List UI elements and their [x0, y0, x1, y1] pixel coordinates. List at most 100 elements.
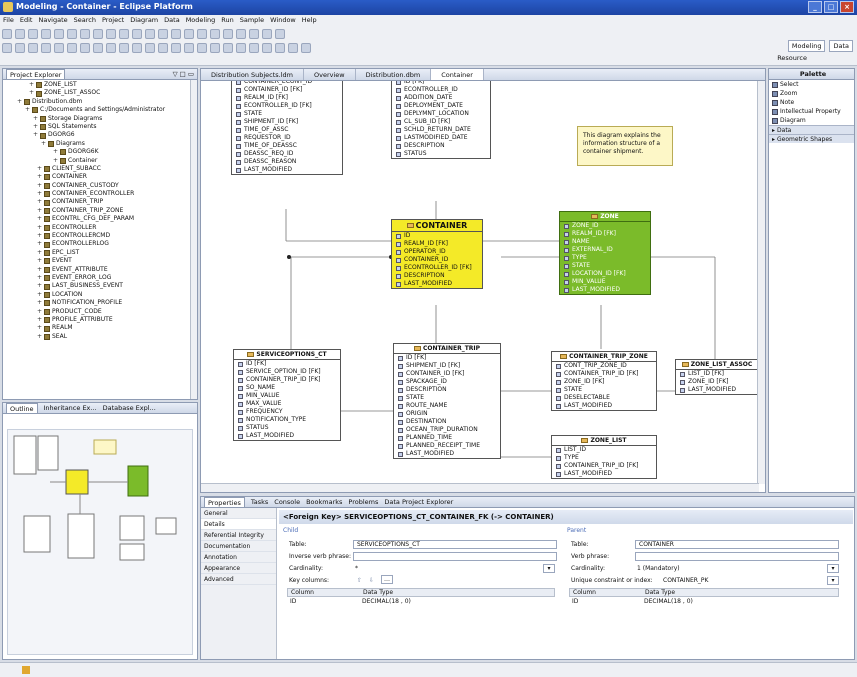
- tab-properties[interactable]: Properties: [204, 497, 245, 507]
- property-category[interactable]: Details: [201, 519, 276, 530]
- palette-section[interactable]: ▸Geometric Shapes: [769, 134, 854, 143]
- toolbar-button-icon[interactable]: [54, 29, 64, 39]
- column-row[interactable]: LAST_MODIFIED: [394, 450, 500, 458]
- explorer-scrollbar[interactable]: [190, 80, 197, 399]
- toolbar-button-icon[interactable]: [132, 43, 142, 53]
- unique-constraint-dropdown[interactable]: ▾: [827, 576, 839, 585]
- toolbar-button-icon[interactable]: [288, 43, 298, 53]
- toolbar-button-icon[interactable]: [28, 29, 38, 39]
- tree-item[interactable]: +ECONTROLLERLOG: [5, 240, 197, 248]
- property-category[interactable]: Annotation: [201, 552, 276, 563]
- palette-item[interactable]: Intellectual Property: [769, 107, 854, 116]
- tree-item[interactable]: +DGORG6K: [5, 148, 197, 156]
- parent-cardinality-dropdown[interactable]: ▾: [827, 564, 839, 573]
- column-row[interactable]: DESCRIPTION: [392, 272, 482, 280]
- column-row[interactable]: DESCRIPTION: [392, 142, 490, 150]
- column-row[interactable]: ROUTE_NAME: [394, 402, 500, 410]
- column-row[interactable]: PLANNED_RECEIPT_TIME: [394, 442, 500, 450]
- toolbar-button-icon[interactable]: [171, 43, 181, 53]
- toolbar-button-icon[interactable]: [145, 29, 155, 39]
- toolbar-button-icon[interactable]: [106, 29, 116, 39]
- column-row[interactable]: CONT_TRIP_ZONE_ID: [552, 362, 656, 370]
- menu-navigate[interactable]: Navigate: [38, 16, 68, 24]
- tree-item[interactable]: +ECONTRL_CFG_DEF_PARAM: [5, 215, 197, 223]
- toolbar-button-icon[interactable]: [236, 43, 246, 53]
- expand-icon[interactable]: +: [37, 290, 43, 298]
- palette-item[interactable]: Note: [769, 98, 854, 107]
- tree-item[interactable]: +EVENT: [5, 257, 197, 265]
- toolbar-button-icon[interactable]: [41, 29, 51, 39]
- tree-item[interactable]: +CONTAINER: [5, 173, 197, 181]
- column-row[interactable]: REALM_ID [FK]: [560, 230, 650, 238]
- toolbar-button-icon[interactable]: [184, 29, 194, 39]
- move-up-icon[interactable]: ⇧: [357, 577, 363, 584]
- maximize-button[interactable]: □: [824, 1, 838, 13]
- toolbar-button-icon[interactable]: [54, 43, 64, 53]
- menu-diagram[interactable]: Diagram: [130, 16, 159, 24]
- column-row[interactable]: OPERATOR_ID: [392, 248, 482, 256]
- toolbar-button-icon[interactable]: [15, 43, 25, 53]
- menu-sample[interactable]: Sample: [239, 16, 265, 24]
- column-row[interactable]: CONTAINER_ID [FK]: [394, 370, 500, 378]
- expand-icon[interactable]: +: [37, 240, 43, 248]
- toolbar-button-icon[interactable]: [197, 29, 207, 39]
- property-category[interactable]: Appearance: [201, 563, 276, 574]
- toolbar-button-icon[interactable]: [210, 43, 220, 53]
- toolbar-button-icon[interactable]: [197, 43, 207, 53]
- tree-item[interactable]: +ZONE_LIST: [5, 81, 197, 89]
- column-row[interactable]: ECONTROLLER_ID [FK]: [232, 102, 342, 110]
- column-row[interactable]: LAST_MODIFIED: [552, 470, 656, 478]
- inverse-verb-field[interactable]: [353, 552, 557, 561]
- column-row[interactable]: CL_SUB_ID [FK]: [392, 118, 490, 126]
- property-category[interactable]: Documentation: [201, 541, 276, 552]
- column-row[interactable]: ID [FK]: [234, 360, 340, 368]
- expand-icon[interactable]: +: [37, 164, 43, 172]
- toolbar-button-icon[interactable]: [106, 43, 116, 53]
- toolbar-button-icon[interactable]: [119, 29, 129, 39]
- column-row[interactable]: OCEAN_TRIP_DURATION: [394, 426, 500, 434]
- toolbar-button-icon[interactable]: [41, 43, 51, 53]
- child-table-field[interactable]: SERVICEOPTIONS_CT: [353, 540, 557, 549]
- column-row[interactable]: CONTAINER_TRIP_ID [FK]: [234, 376, 340, 384]
- column-row[interactable]: MIN_VALUE: [234, 392, 340, 400]
- menu-project[interactable]: Project: [101, 16, 125, 24]
- expand-icon[interactable]: +: [37, 332, 43, 340]
- toolbar-button-icon[interactable]: [80, 43, 90, 53]
- tree-item[interactable]: +PROFILE_ATTRIBUTE: [5, 316, 197, 324]
- column-row[interactable]: NOTIFICATION_TYPE: [234, 416, 340, 424]
- minimize-button[interactable]: _: [808, 1, 822, 13]
- column-row[interactable]: NAME: [560, 238, 650, 246]
- column-row[interactable]: DESTINATION: [394, 418, 500, 426]
- column-row[interactable]: REALM_ID [FK]: [232, 94, 342, 102]
- expand-icon[interactable]: +: [17, 97, 23, 105]
- column-row[interactable]: STATE: [560, 262, 650, 270]
- column-row[interactable]: LAST_MODIFIED: [560, 286, 650, 294]
- expand-icon[interactable]: +: [37, 232, 43, 240]
- column-row[interactable]: PLANNED_TIME: [394, 434, 500, 442]
- toolbar-button-icon[interactable]: [223, 29, 233, 39]
- toolbar-button-icon[interactable]: [275, 29, 285, 39]
- column-row[interactable]: ORIGIN: [394, 410, 500, 418]
- menu-run[interactable]: Run: [221, 16, 234, 24]
- tree-item[interactable]: +LAST_BUSINESS_EVENT: [5, 282, 197, 290]
- tree-item[interactable]: +LOCATION: [5, 291, 197, 299]
- toolbar-button-icon[interactable]: [236, 29, 246, 39]
- tree-item[interactable]: +C:/Documents and Settings/Administrator: [5, 106, 197, 114]
- tree-item[interactable]: +ZONE_LIST_ASSOC: [5, 89, 197, 97]
- toolbar-button-icon[interactable]: [28, 43, 38, 53]
- tab-outline[interactable]: Outline: [6, 403, 38, 413]
- toolbar-button-icon[interactable]: [119, 43, 129, 53]
- tab-tasks[interactable]: Tasks: [250, 498, 269, 506]
- column-row[interactable]: STATE: [232, 110, 342, 118]
- expand-icon[interactable]: +: [37, 324, 43, 332]
- menu-window[interactable]: Window: [270, 16, 296, 24]
- toolbar-button-icon[interactable]: [210, 29, 220, 39]
- tree-item[interactable]: +EVENT_ERROR_LOG: [5, 274, 197, 282]
- editor-tab[interactable]: Container: [431, 69, 484, 80]
- column-row[interactable]: ZONE_ID: [560, 222, 650, 230]
